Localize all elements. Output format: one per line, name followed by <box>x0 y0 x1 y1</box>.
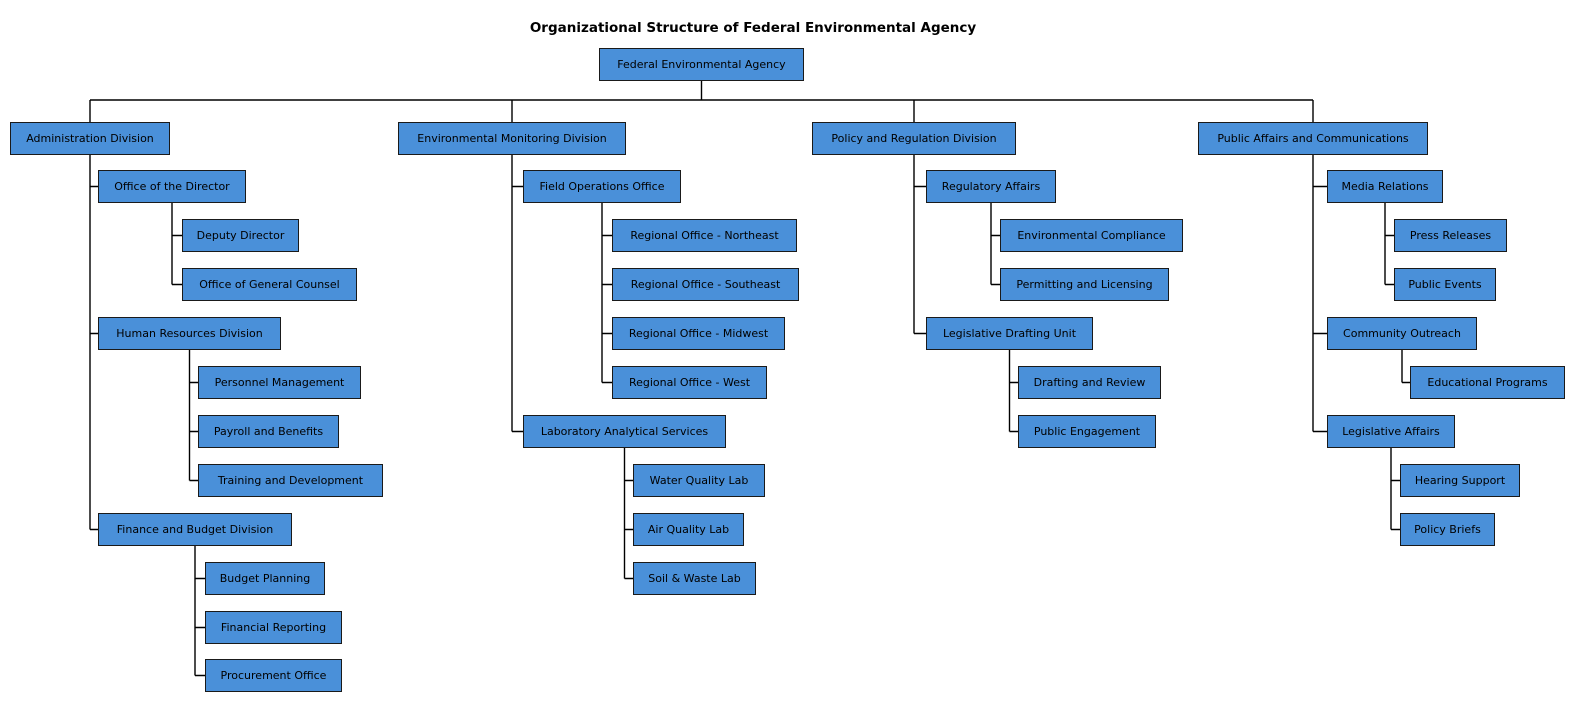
node-legislative-drafting-unit: Legislative Drafting Unit <box>926 317 1093 350</box>
node-office-of-general-counsel: Office of General Counsel <box>182 268 357 301</box>
node-educational-programs: Educational Programs <box>1410 366 1565 399</box>
node-public-events: Public Events <box>1394 268 1496 301</box>
node-federal-environmental-agency: Federal Environmental Agency <box>599 48 804 81</box>
node-field-operations-office: Field Operations Office <box>523 170 681 203</box>
node-hearing-support: Hearing Support <box>1400 464 1520 497</box>
node-laboratory-analytical-services: Laboratory Analytical Services <box>523 415 726 448</box>
node-human-resources-division: Human Resources Division <box>98 317 281 350</box>
node-media-relations: Media Relations <box>1327 170 1443 203</box>
node-permitting-and-licensing: Permitting and Licensing <box>1000 268 1169 301</box>
node-water-quality-lab: Water Quality Lab <box>633 464 765 497</box>
node-regional-office-northeast: Regional Office - Northeast <box>612 219 797 252</box>
node-regional-office-midwest: Regional Office - Midwest <box>612 317 785 350</box>
node-training-and-development: Training and Development <box>198 464 383 497</box>
node-financial-reporting: Financial Reporting <box>205 611 342 644</box>
node-finance-and-budget-division: Finance and Budget Division <box>98 513 292 546</box>
node-procurement-office: Procurement Office <box>205 659 342 692</box>
node-environmental-monitoring-division: Environmental Monitoring Division <box>398 122 626 155</box>
node-environmental-compliance: Environmental Compliance <box>1000 219 1183 252</box>
node-regional-office-west: Regional Office - West <box>612 366 767 399</box>
node-public-engagement: Public Engagement <box>1018 415 1156 448</box>
node-community-outreach: Community Outreach <box>1327 317 1477 350</box>
node-public-affairs-and-communications: Public Affairs and Communications <box>1198 122 1428 155</box>
node-policy-and-regulation-division: Policy and Regulation Division <box>812 122 1016 155</box>
node-regional-office-southeast: Regional Office - Southeast <box>612 268 799 301</box>
diagram-title: Organizational Structure of Federal Envi… <box>529 20 977 36</box>
node-air-quality-lab: Air Quality Lab <box>633 513 744 546</box>
node-administration-division: Administration Division <box>10 122 170 155</box>
node-deputy-director: Deputy Director <box>182 219 299 252</box>
node-soil-waste-lab: Soil & Waste Lab <box>633 562 756 595</box>
node-policy-briefs: Policy Briefs <box>1400 513 1495 546</box>
node-drafting-and-review: Drafting and Review <box>1018 366 1161 399</box>
node-budget-planning: Budget Planning <box>205 562 325 595</box>
node-press-releases: Press Releases <box>1394 219 1507 252</box>
node-regulatory-affairs: Regulatory Affairs <box>926 170 1056 203</box>
node-payroll-and-benefits: Payroll and Benefits <box>198 415 339 448</box>
node-personnel-management: Personnel Management <box>198 366 361 399</box>
node-legislative-affairs: Legislative Affairs <box>1327 415 1455 448</box>
node-office-of-the-director: Office of the Director <box>98 170 246 203</box>
